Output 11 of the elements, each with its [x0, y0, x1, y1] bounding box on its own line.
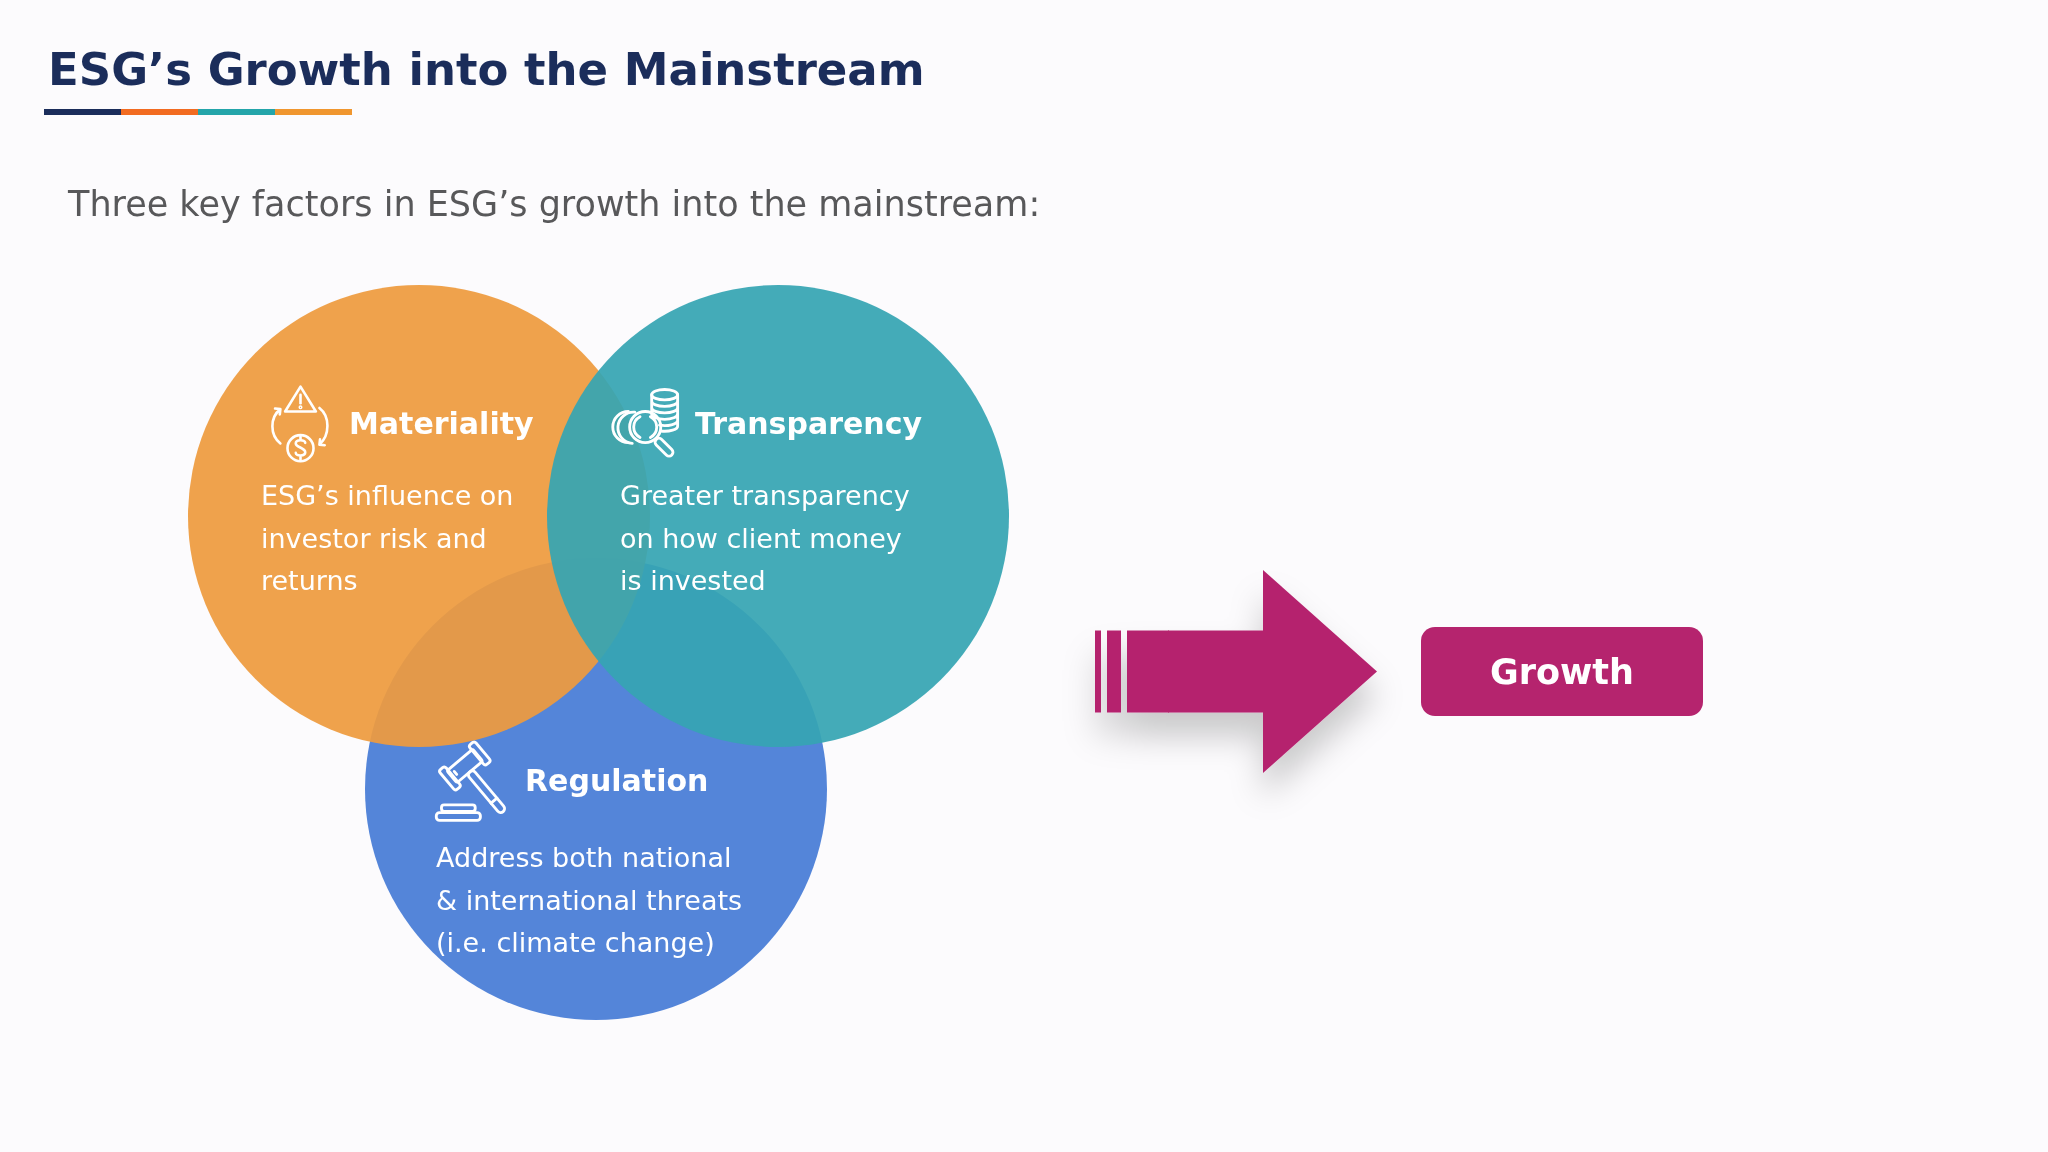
factor-description: ESG’s influence on investor risk and returns: [261, 479, 515, 599]
factor-title: Regulation: [525, 762, 709, 800]
page-title: ESG’s Growth into the Mainstream: [48, 42, 925, 98]
outcome-box: [1421, 627, 1703, 716]
factor-description: Address both national & international threats (i.e. climate change): [436, 841, 744, 961]
outcome-label: Growth: [1490, 650, 1634, 694]
factor-title: Materiality: [349, 405, 534, 443]
venn-circle: [547, 285, 1009, 747]
factor-title: Transparency: [695, 405, 922, 443]
subtitle: Three key factors in ESG’s growth into the mainstream:: [68, 183, 1041, 226]
factor-description: Greater transparency on how client money is invested: [620, 479, 911, 599]
